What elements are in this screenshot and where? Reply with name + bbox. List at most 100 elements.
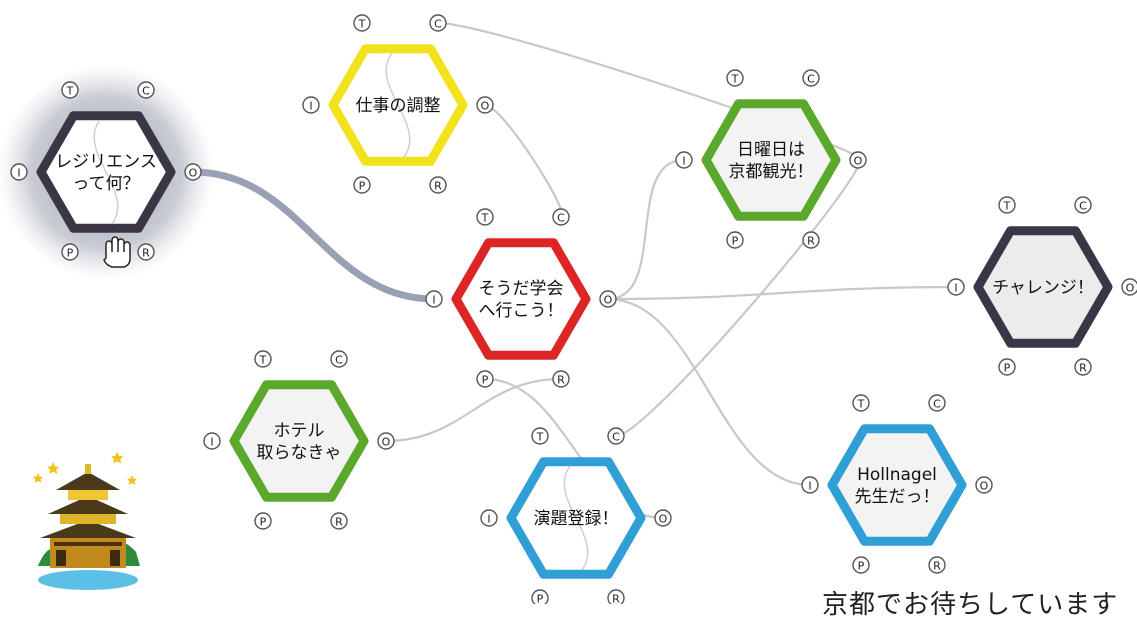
- aspect-port-r[interactable]: R: [552, 370, 570, 388]
- aspect-port-circle: [726, 69, 744, 87]
- function-label: 仕事の調整: [356, 96, 441, 116]
- aspect-port-circle: [531, 427, 549, 445]
- aspect-port-c[interactable]: C: [928, 394, 946, 412]
- aspect-port-i[interactable]: I: [480, 509, 498, 527]
- aspect-port-r[interactable]: R: [1074, 358, 1092, 376]
- aspect-letter: I: [954, 282, 957, 295]
- aspect-port-i[interactable]: I: [801, 476, 819, 494]
- aspect-port-p[interactable]: P: [531, 589, 549, 604]
- aspect-port-r[interactable]: R: [802, 231, 820, 249]
- aspect-letter: I: [309, 100, 312, 113]
- aspect-letter: P: [359, 180, 366, 193]
- variability-wave-icon: [563, 465, 589, 571]
- aspect-port-p[interactable]: P: [476, 370, 494, 388]
- aspect-letter: T: [259, 354, 267, 367]
- aspect-port-p[interactable]: P: [353, 176, 371, 194]
- aspect-port-c[interactable]: C: [330, 350, 348, 368]
- aspect-port-circle: [61, 243, 79, 261]
- function-hexagon: [229, 380, 369, 502]
- aspect-port-o[interactable]: O: [1121, 278, 1137, 296]
- aspect-letter: O: [604, 294, 613, 307]
- variability-wave-icon: [93, 119, 119, 225]
- aspect-port-r[interactable]: R: [330, 512, 348, 530]
- aspect-letter: O: [980, 480, 989, 493]
- aspect-port-t[interactable]: T: [254, 350, 272, 368]
- aspect-letter: C: [1079, 200, 1087, 213]
- aspect-port-p[interactable]: P: [726, 231, 744, 249]
- aspect-port-circle: [998, 196, 1016, 214]
- aspect-port-p[interactable]: P: [254, 512, 272, 530]
- aspect-port-circle: [1074, 358, 1092, 376]
- aspect-port-r[interactable]: R: [607, 589, 625, 604]
- aspect-port-o[interactable]: O: [377, 432, 395, 450]
- aspect-port-c[interactable]: C: [607, 427, 625, 445]
- function-node-work[interactable]: 仕事の調整 T C I O P R: [302, 14, 494, 194]
- aspect-port-t[interactable]: T: [998, 196, 1016, 214]
- aspect-port-circle: [254, 350, 272, 368]
- aspect-port-r[interactable]: R: [928, 556, 946, 574]
- function-hexagon: [973, 226, 1113, 348]
- hand-cursor-icon: [103, 236, 131, 268]
- aspect-port-o[interactable]: O: [654, 509, 672, 527]
- aspect-port-o[interactable]: O: [975, 476, 993, 494]
- aspect-port-i[interactable]: I: [10, 163, 28, 181]
- aspect-port-t[interactable]: T: [726, 69, 744, 87]
- aspect-port-c[interactable]: C: [802, 69, 820, 87]
- aspect-port-i[interactable]: I: [947, 278, 965, 296]
- aspect-letter: T: [66, 85, 74, 98]
- aspect-port-circle: [353, 176, 371, 194]
- aspect-port-c[interactable]: C: [137, 81, 155, 99]
- aspect-port-o[interactable]: O: [184, 163, 202, 181]
- aspect-letter: P: [67, 247, 74, 260]
- function-label: って何？: [72, 174, 139, 194]
- aspect-port-circle: [254, 512, 272, 530]
- aspect-port-o[interactable]: O: [849, 151, 867, 169]
- aspect-port-i[interactable]: I: [425, 290, 443, 308]
- aspect-port-t[interactable]: T: [852, 394, 870, 412]
- aspect-port-c[interactable]: C: [552, 208, 570, 226]
- aspect-port-i[interactable]: I: [203, 432, 221, 450]
- function-label: Hollnagel: [857, 465, 937, 485]
- aspect-port-i[interactable]: I: [675, 151, 693, 169]
- aspect-port-p[interactable]: P: [61, 243, 79, 261]
- aspect-letter: T: [731, 73, 739, 86]
- aspect-port-circle: [1074, 196, 1092, 214]
- aspect-port-circle: [61, 81, 79, 99]
- aspect-port-c[interactable]: C: [429, 14, 447, 32]
- aspect-port-circle: [377, 432, 395, 450]
- function-label: ホテル: [274, 421, 325, 441]
- aspect-port-i[interactable]: I: [302, 96, 320, 114]
- aspect-port-circle: [726, 231, 744, 249]
- aspect-port-circle: [852, 394, 870, 412]
- aspect-port-t[interactable]: T: [531, 427, 549, 445]
- function-label: 日曜日は: [737, 140, 805, 160]
- coupling-link-3: [606, 158, 686, 301]
- aspect-port-r[interactable]: R: [429, 176, 447, 194]
- aspect-port-circle: [802, 69, 820, 87]
- aspect-port-circle: [552, 370, 570, 388]
- aspect-port-c[interactable]: C: [1074, 196, 1092, 214]
- aspect-port-o[interactable]: O: [476, 96, 494, 114]
- aspect-port-circle: [10, 163, 28, 181]
- function-label: 京都観光！: [729, 162, 814, 182]
- aspect-letter: P: [260, 516, 267, 529]
- aspect-port-p[interactable]: P: [998, 358, 1016, 376]
- aspect-port-t[interactable]: T: [61, 81, 79, 99]
- function-hexagon: [701, 99, 841, 221]
- aspect-port-p[interactable]: P: [852, 556, 870, 574]
- aspect-letter: O: [189, 167, 198, 180]
- aspect-port-o[interactable]: O: [599, 290, 617, 308]
- aspect-port-circle: [429, 14, 447, 32]
- aspect-port-t[interactable]: T: [353, 14, 371, 32]
- links-layer: [189, 21, 958, 520]
- aspect-port-r[interactable]: R: [137, 243, 155, 261]
- aspect-port-t[interactable]: T: [476, 208, 494, 226]
